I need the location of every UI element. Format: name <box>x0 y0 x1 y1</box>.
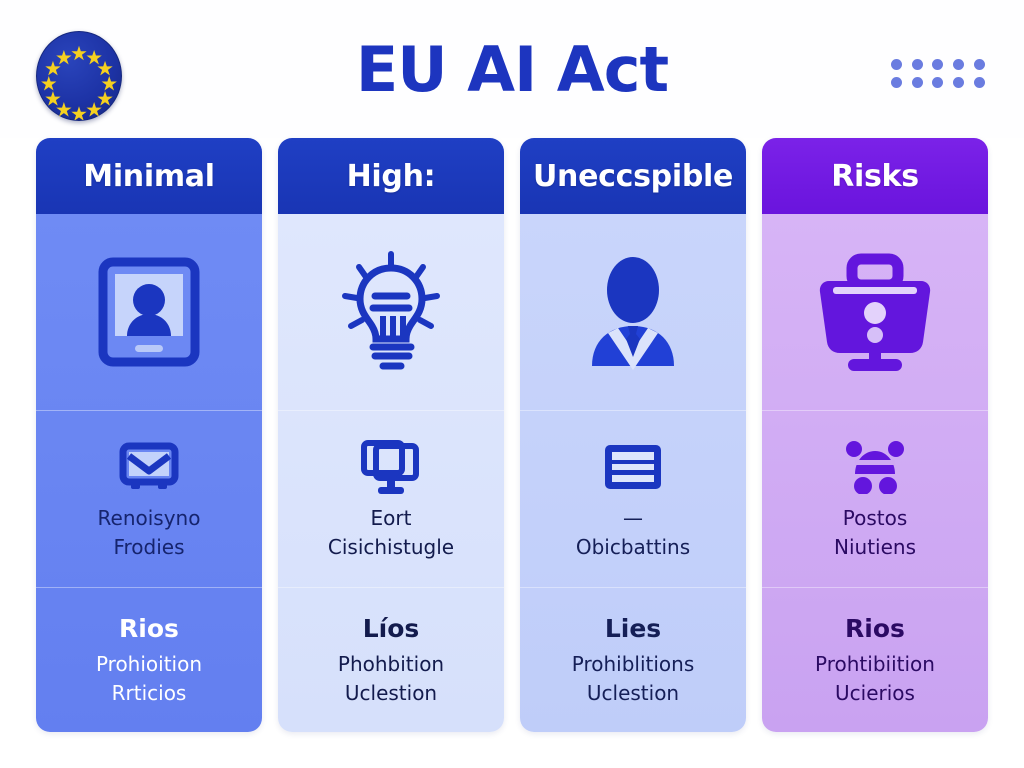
column-mid-cell: Eort Cisichistugle <box>278 410 504 587</box>
mid-text-line-2: Cisichistugle <box>327 535 455 559</box>
bottom-title: Rios <box>119 614 179 643</box>
column-body: Postos Niutiens Rios Prohtibiition Ucier… <box>762 214 988 732</box>
bottom-line-2: Ucierios <box>835 681 915 705</box>
businessperson-avatar-icon <box>574 252 692 372</box>
column-mid-cell: — Obicbattins <box>520 410 746 587</box>
column-bottom-cell: Rios Prohtibiition Ucierios <box>762 587 988 732</box>
column-mid-cell: Postos Niutiens <box>762 410 988 587</box>
dot <box>953 76 965 88</box>
bottom-title: Rios <box>845 614 905 643</box>
mid-text-line-2: Obicbattins <box>575 535 691 559</box>
risk-category-columns: Minimal <box>36 138 988 732</box>
column-header-label: Uneccspible <box>520 138 746 214</box>
document-list-icon <box>602 436 664 498</box>
column-body: — Obicbattins Lies Prohiblitions Uclesti… <box>520 214 746 732</box>
column-header-label: Minimal <box>36 138 262 214</box>
column-body: Renoisyno Frodies Rios Prohioition Rrtic… <box>36 214 262 732</box>
mid-text-line-1: Postos <box>842 506 908 530</box>
bottom-line-2: Uclestion <box>586 681 680 705</box>
envelope-mail-icon <box>118 436 180 498</box>
bottom-line-1: Phohbition <box>337 652 445 676</box>
bottom-line-2: Rrticios <box>111 681 187 705</box>
mid-text-line-1: — <box>623 506 643 530</box>
lightbulb-idea-icon <box>335 251 447 372</box>
dot-grid-decoration <box>886 55 990 91</box>
risk-column-high[interactable]: High: <box>278 138 504 732</box>
page-title: EU AI Act <box>355 33 669 106</box>
briefcase-alert-stand-icon <box>815 252 935 372</box>
shopping-cart-icon <box>843 436 907 498</box>
dot <box>911 76 923 88</box>
bottom-line-1: Prohtibiition <box>815 652 935 676</box>
column-icon-cell <box>36 214 262 410</box>
bottom-line-1: Prohioition <box>95 652 203 676</box>
risk-column-risks[interactable]: Risks <box>762 138 988 732</box>
dot <box>953 58 965 70</box>
dot <box>890 58 902 70</box>
eu-flag-icon <box>36 31 122 121</box>
column-mid-text: Postos Niutiens <box>826 504 924 562</box>
mid-text-line-1: Renoisyno <box>97 506 201 530</box>
dot <box>974 76 986 88</box>
column-mid-text: — Obicbattins <box>568 504 698 562</box>
page-header: EU AI Act <box>0 0 1024 138</box>
monitor-screen-icon <box>360 436 422 498</box>
bottom-title: Lies <box>604 614 662 643</box>
column-icon-cell <box>520 214 746 410</box>
bottom-title: Líos <box>362 614 420 643</box>
mid-text-line-2: Niutiens <box>834 535 916 559</box>
column-header-label: High: <box>278 138 504 214</box>
dot <box>932 76 944 88</box>
bottom-line-2: Uclestion <box>344 681 438 705</box>
bottom-line-1: Prohiblitions <box>571 652 695 676</box>
risk-column-unacceptable[interactable]: Uneccspible <box>520 138 746 732</box>
column-header-label: Risks <box>762 138 988 214</box>
column-mid-text: Renoisyno Frodies <box>90 504 209 562</box>
risk-column-minimal[interactable]: Minimal <box>36 138 262 732</box>
bottom-subtext: Prohtibiition Ucierios <box>815 650 935 708</box>
column-icon-cell <box>278 214 504 410</box>
dot <box>932 58 944 70</box>
dot <box>911 58 923 70</box>
dot <box>890 76 902 88</box>
column-mid-cell: Renoisyno Frodies <box>36 410 262 587</box>
column-bottom-cell: Lies Prohiblitions Uclestion <box>520 587 746 732</box>
mid-text-line-1: Eort <box>370 506 412 530</box>
bottom-subtext: Prohiblitions Uclestion <box>572 650 695 708</box>
bottom-subtext: Prohioition Rrticios <box>96 650 202 708</box>
dot <box>974 58 986 70</box>
mid-text-line-2: Frodies <box>113 535 185 559</box>
column-bottom-cell: Líos Phohbition Uclestion <box>278 587 504 732</box>
column-bottom-cell: Rios Prohioition Rrticios <box>36 587 262 732</box>
tablet-user-portrait-icon <box>97 252 201 372</box>
column-body: Eort Cisichistugle Líos Phohbition Ucles… <box>278 214 504 732</box>
column-icon-cell <box>762 214 988 410</box>
column-mid-text: Eort Cisichistugle <box>320 504 462 562</box>
bottom-subtext: Phohbition Uclestion <box>338 650 444 708</box>
